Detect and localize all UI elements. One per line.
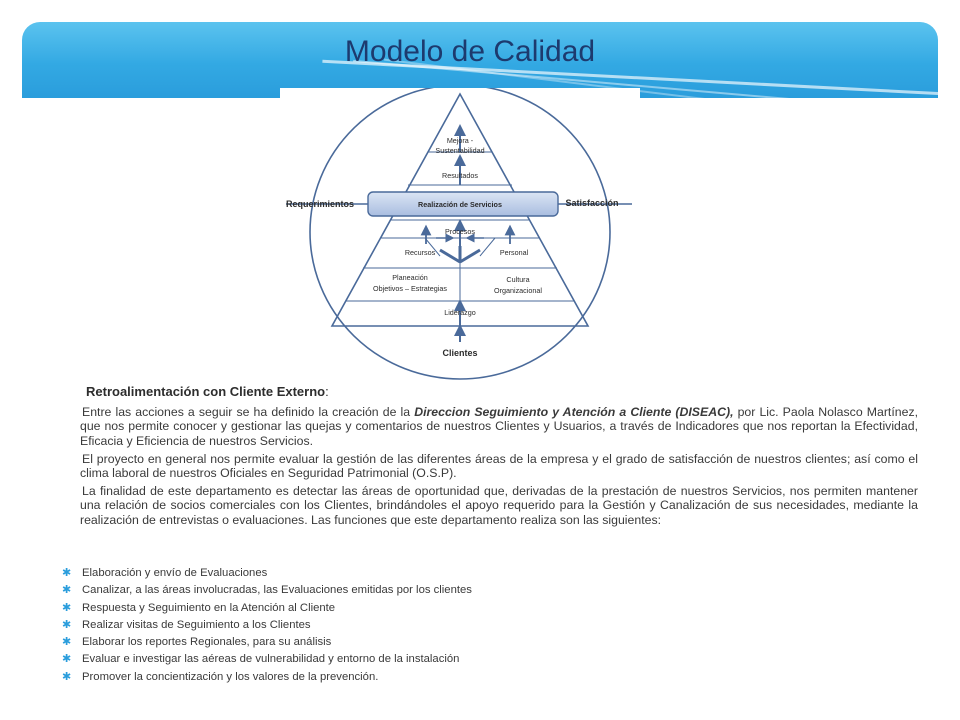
- label-organizacional: Organizacional: [494, 286, 542, 295]
- label-personal: Personal: [500, 248, 529, 257]
- label-objetivos: Objetivos – Estrategias: [373, 284, 447, 293]
- list-item: ✱ Evaluar e investigar las aéreas de vuln…: [62, 651, 882, 668]
- label-clientes: Clientes: [442, 348, 477, 358]
- list-item: ✱ Realizar visitas de Seguimiento a los C…: [62, 617, 882, 634]
- list-item-text: Realizar visitas de Seguimiento a los Cl…: [82, 618, 311, 631]
- asterisk-bullet-icon: ✱: [62, 636, 72, 649]
- p1-post: por Lic. Paola Nolasco Martínez, que nos…: [80, 405, 919, 448]
- list-item-text: Elaborar los reportes Regionales, para s…: [82, 636, 332, 649]
- label-resultados: Resultados: [442, 171, 478, 180]
- list-item: ✱ Respuesta y Seguimiento en la Atención …: [62, 600, 882, 617]
- label-planeacion: Planeación: [392, 273, 428, 282]
- convergent-arrow: [459, 248, 481, 264]
- subhead-text: Retroalimentación con Cliente Externo: [86, 384, 326, 399]
- list-item-text: Respuesta y Seguimiento en la Atención a…: [82, 601, 336, 614]
- list-item-text: Elaboración y envío de Evaluaciones: [82, 567, 268, 579]
- functions-list: ✱ Elaboración y envío de Evaluaciones ✱ Ca…: [62, 565, 882, 686]
- asterisk-bullet-icon: ✱: [62, 618, 72, 631]
- label-sustentabilidad: Sustentabilidad: [435, 146, 484, 155]
- list-item-text: Promover la concientización y los valore…: [82, 670, 379, 683]
- paragraph-3: La finalidad de este departamento es det…: [80, 484, 918, 527]
- paragraph-1: Entre las acciones a seguir se ha defini…: [80, 405, 918, 448]
- label-satisfaccion: Satisfacción: [565, 198, 618, 208]
- label-cultura: Cultura: [506, 275, 529, 284]
- subhead-colon: :: [325, 384, 329, 399]
- diagram-svg: Mejora - Sustentabilidad Resultados Real…: [286, 84, 632, 380]
- divider-line: [424, 237, 441, 257]
- slide-title: Modelo de Calidad: [344, 35, 596, 68]
- label-requerimientos: Requerimientos: [286, 199, 354, 209]
- asterisk-bullet-icon: ✱: [62, 584, 72, 597]
- label-liderazgo: Liderazgo: [444, 308, 476, 317]
- content-body: Retroalimentación con Cliente Externo: E…: [80, 384, 918, 531]
- header-bar: [22, 22, 938, 98]
- list-item: ✱ Canalizar, a las áreas involucradas, la…: [62, 582, 882, 599]
- label-recursos: Recursos: [405, 248, 436, 257]
- label-procesos: Procesos: [445, 227, 475, 236]
- asterisk-bullet-icon: ✱: [62, 601, 72, 614]
- list-item: ✱ Promover la concientización y los valor…: [62, 669, 882, 686]
- asterisk-bullet-icon: ✱: [62, 670, 72, 683]
- list-item-text: Canalizar, a las áreas involucradas, las…: [82, 584, 472, 597]
- list-item-text: Evaluar e investigar las aéreas de vulne…: [82, 653, 460, 666]
- subhead: Retroalimentación con Cliente Externo:: [86, 384, 918, 399]
- list-item: ✱ Elaborar los reportes Regionales, para …: [62, 634, 882, 651]
- divider-line: [479, 237, 496, 257]
- convergent-arrow: [439, 248, 461, 264]
- p1-bold: Direccion Seguimiento y Atención a Clien…: [414, 405, 734, 420]
- label-band: Realización de Servicios: [418, 200, 502, 209]
- label-mejora: Mejora -: [447, 136, 474, 145]
- list-item: ✱ Elaboración y envío de Evaluaciones: [62, 565, 882, 582]
- quality-model-diagram: Mejora - Sustentabilidad Resultados Real…: [280, 84, 640, 383]
- paragraph-2: El proyecto en general nos permite evalu…: [80, 451, 918, 481]
- asterisk-bullet-icon: ✱: [62, 567, 72, 579]
- asterisk-bullet-icon: ✱: [62, 653, 72, 666]
- p1-pre: Entre las acciones a seguir se ha defini…: [82, 405, 415, 420]
